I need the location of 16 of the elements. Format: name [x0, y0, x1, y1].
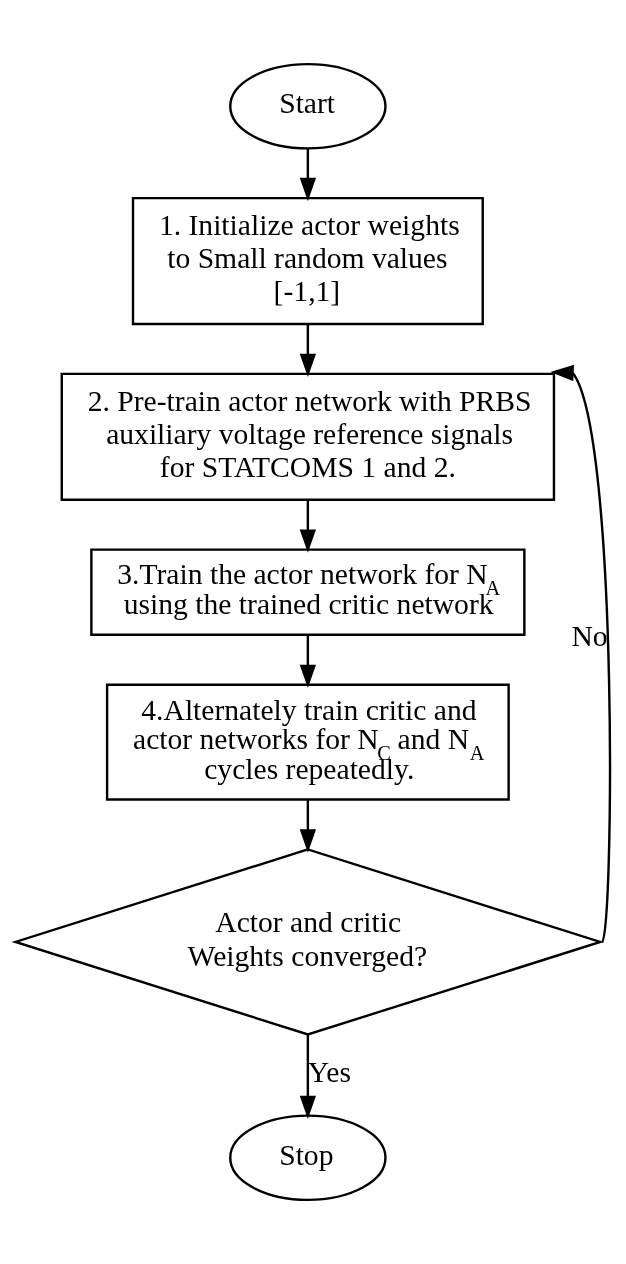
- arrow: [550, 364, 612, 943]
- arrow: [299, 500, 317, 553]
- node-box: 4.Alternately train critic and actor networks for N$_{C}$ and N$_{A}$ cycles repeatedly.: [105, 683, 510, 801]
- arrow: [299, 1034, 317, 1119]
- edge-label: No: [571, 620, 608, 653]
- node-ellipse: Stop: [229, 1114, 387, 1202]
- node-diamond: Actor and critic Weights converged?: [11, 848, 605, 1036]
- arrow: [299, 634, 317, 689]
- node-box: 2. Pre-train actor network with PRBS auxiliary voltage reference signals for STATCOMS 1 and 2.: [60, 372, 556, 501]
- edge-label: Yes: [307, 1056, 351, 1089]
- arrow: [299, 148, 317, 202]
- node-box: 3.Train the actor network for N$_{A}$ using the trained critic network: [90, 548, 526, 636]
- node-ellipse: Start: [229, 62, 387, 150]
- arrow: [299, 324, 317, 378]
- arrow: [299, 799, 317, 853]
- node-box: 1. Initialize actor weights to Small random values [-1,1]: [131, 196, 484, 326]
